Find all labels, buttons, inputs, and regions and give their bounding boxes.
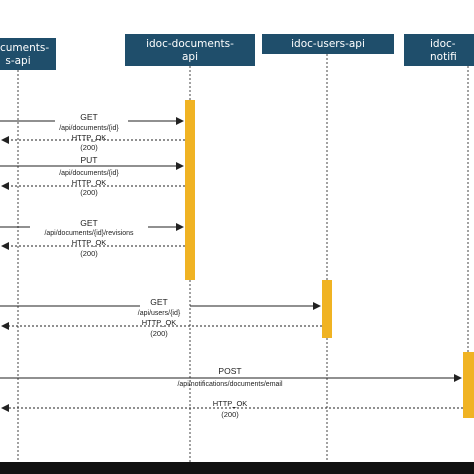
response-code: (200) <box>80 188 98 197</box>
message-path: /api/users/{id} <box>138 310 181 317</box>
service-header-idoc-notifications: idoc-notifi <box>404 34 474 66</box>
service-header-idoc-users: idoc-users-api <box>262 34 394 54</box>
message-method: POST <box>218 366 241 376</box>
activation-idoc-notifications <box>463 352 474 418</box>
service-header-documents-left: documents- s-api <box>0 38 56 70</box>
response-label: HTTP_OK <box>142 318 177 327</box>
message-path: /api/documents/{id}/revisions <box>44 230 134 237</box>
message-method: GET <box>150 297 167 307</box>
response-label: HTTP_OK <box>213 399 248 408</box>
service-header-idoc-documents: idoc-documents- api <box>125 34 255 66</box>
response-label: HTTP_OK <box>72 133 107 142</box>
response-code: (200) <box>221 410 239 419</box>
message-method: GET <box>80 218 97 228</box>
response-code: (200) <box>80 143 98 152</box>
message-method: GET <box>80 112 97 122</box>
response-code: (200) <box>150 329 168 338</box>
message-path: /api/documents/{id} <box>59 125 119 132</box>
response-label: HTTP_OK <box>72 178 107 187</box>
message-path: /api/documents/{id} <box>59 170 119 177</box>
response-label: HTTP_OK <box>72 238 107 247</box>
activation-idoc-users <box>322 280 332 338</box>
message-method: PUT <box>81 155 98 165</box>
activation-idoc-documents <box>185 100 195 280</box>
message-path: /api/notifications/documents/email <box>177 381 282 388</box>
response-code: (200) <box>80 249 98 258</box>
bottom-bar <box>0 462 474 474</box>
